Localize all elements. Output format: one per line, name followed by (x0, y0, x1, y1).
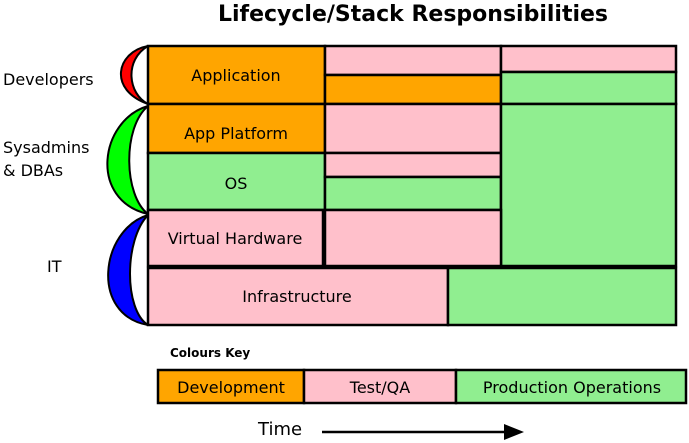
key-development-label: Development (177, 378, 285, 397)
app-platform-label: App Platform (184, 124, 288, 143)
app-platform-qa-block (323, 102, 503, 155)
role-dbas-label: & DBAs (3, 161, 64, 180)
application-qa-right-block (499, 44, 678, 74)
key-production-swatch (454, 368, 688, 405)
application-qa-top-block (323, 44, 503, 77)
time-arrow-head (504, 424, 524, 440)
key-test-qa-swatch (302, 368, 458, 405)
key-test-qa-label: Test/QA (349, 378, 410, 397)
os-prod-mid-block (323, 175, 503, 212)
sysadmin-prod-column (499, 102, 678, 268)
infrastructure-prod-block (446, 266, 678, 327)
colours-key-title: Colours Key (170, 346, 251, 360)
time-label: Time (258, 419, 303, 440)
role-sysadmins-label: Sysadmins (3, 138, 90, 157)
application-dev-bottom-block (323, 73, 503, 106)
role-developers-label: Developers (3, 70, 94, 89)
developers-brace (119, 45, 149, 105)
key-production-label: Production Operations (483, 378, 661, 397)
virtual-hardware-qa-mid-block (323, 208, 503, 268)
application-prod-block (499, 70, 678, 106)
os-label: OS (225, 174, 248, 193)
application-label: Application (191, 66, 280, 85)
virtual-hardware-label: Virtual Hardware (168, 229, 303, 248)
sysadmins-brace (106, 105, 149, 215)
os-qa-block (323, 151, 503, 179)
it-brace (107, 214, 149, 326)
diagram-title: Lifecycle/Stack Responsibilities (217, 2, 609, 27)
virtual-hardware-qa-block (146, 208, 325, 268)
infrastructure-label: Infrastructure (242, 287, 351, 306)
role-it-label: IT (47, 257, 62, 276)
